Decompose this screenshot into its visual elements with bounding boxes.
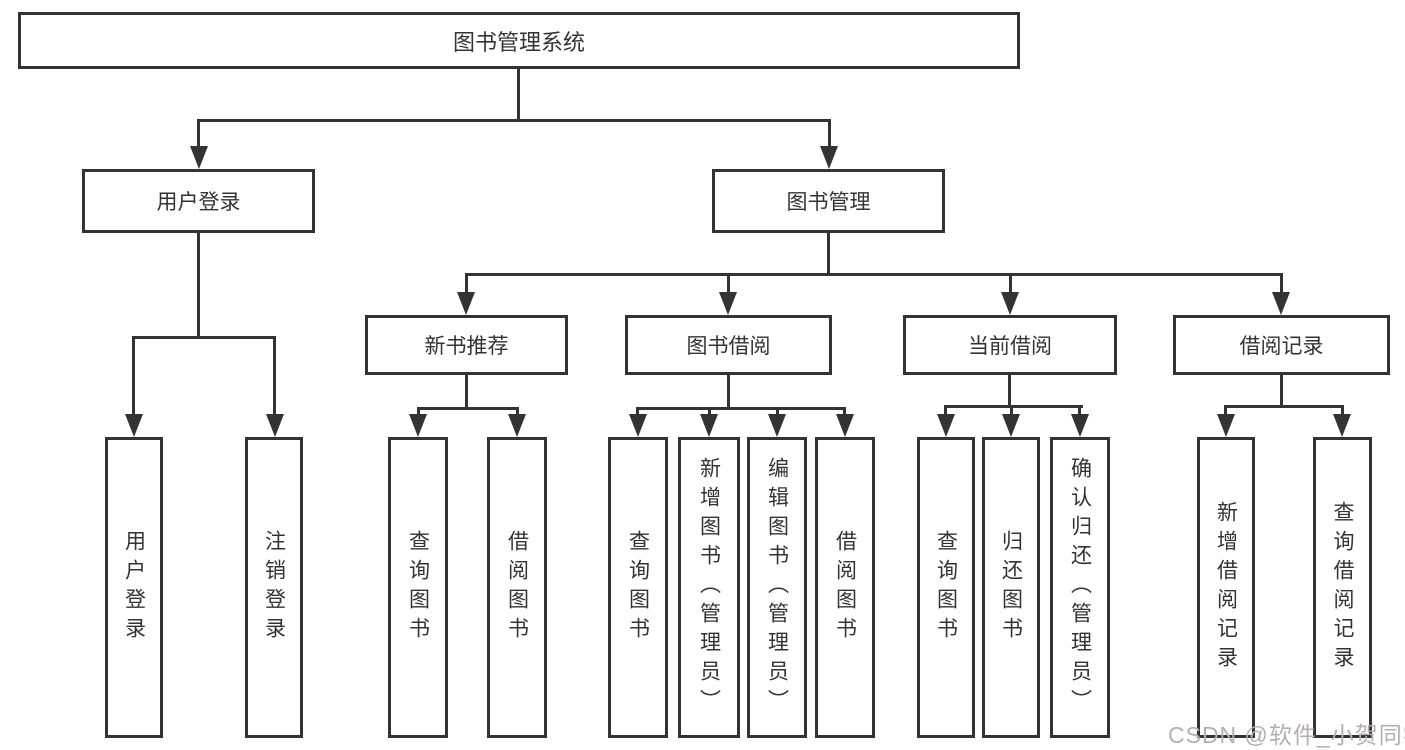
connector-line <box>197 119 831 122</box>
connector-line <box>1224 405 1227 417</box>
node-label: 图书管理 <box>786 191 871 214</box>
leaf-label: 查询图书 <box>626 529 650 646</box>
arrow-down-icon <box>190 146 208 169</box>
arrow-down-icon <box>719 292 737 315</box>
connector-line <box>417 407 519 410</box>
node-label: 图书管理系统 <box>452 29 585 55</box>
arrow-down-icon <box>1071 414 1089 437</box>
connector-line <box>843 407 846 417</box>
arrow-down-icon <box>508 414 526 437</box>
connector-line <box>273 336 276 415</box>
node-new-book-recommend: 新书推荐 <box>365 315 568 375</box>
leaf-confirm-return-admin: 确认归还（管理员） <box>1050 437 1110 738</box>
arrow-down-icon <box>1001 292 1019 315</box>
leaf-label: 查询图书 <box>406 529 430 646</box>
leaf-query-books-recommend: 查询图书 <box>388 437 448 738</box>
connector-line <box>636 407 639 417</box>
connector-line <box>417 407 420 417</box>
leaf-edit-book-admin: 编辑图书（管理员） <box>747 437 807 738</box>
node-user-login: 用户登录 <box>82 169 315 233</box>
leaf-user-login: 用户登录 <box>105 437 163 738</box>
connector-line <box>197 233 200 337</box>
node-book-borrowing: 图书借阅 <box>625 315 832 375</box>
connector-line <box>827 233 830 276</box>
connector-line <box>465 375 468 408</box>
node-current-borrowing: 当前借阅 <box>903 315 1117 375</box>
arrow-down-icon <box>700 414 718 437</box>
leaf-borrow-books: 借阅图书 <box>815 437 875 738</box>
arrow-down-icon <box>629 414 647 437</box>
leaf-borrow-books-recommend: 借阅图书 <box>487 437 547 738</box>
arrow-down-icon <box>768 414 786 437</box>
leaf-query-books-current: 查询图书 <box>917 437 975 738</box>
node-library-management-system: 图书管理系统 <box>18 12 1020 69</box>
connector-line <box>776 407 779 417</box>
leaf-label: 查询借阅记录 <box>1331 500 1354 675</box>
leaf-logout: 注销登录 <box>245 437 303 738</box>
connector-line <box>132 336 276 339</box>
arrow-down-icon <box>820 146 838 169</box>
leaf-label: 新增图书（管理员） <box>697 457 721 718</box>
connector-line <box>197 119 200 148</box>
node-book-management: 图书管理 <box>712 169 945 233</box>
leaf-label: 编辑图书（管理员） <box>765 457 789 718</box>
leaf-label: 借阅图书 <box>505 529 529 646</box>
leaf-label: 查询图书 <box>934 529 958 646</box>
connector-line <box>828 119 831 148</box>
connector-line <box>465 273 468 293</box>
node-label: 用户登录 <box>156 191 241 214</box>
connector-line <box>708 407 711 417</box>
arrow-down-icon <box>457 292 475 315</box>
csdn-watermark: CSDN @软件_小贺同学 <box>1168 722 1405 748</box>
leaf-label: 注销登录 <box>262 529 286 646</box>
connector-line <box>465 273 1283 276</box>
connector-line <box>944 405 1083 408</box>
connector-line <box>1224 405 1344 408</box>
connector-line <box>636 407 846 410</box>
connector-line <box>517 69 520 120</box>
node-borrowing-records: 借阅记录 <box>1173 315 1390 375</box>
arrow-down-icon <box>1002 414 1020 437</box>
leaf-label: 新增借阅记录 <box>1214 500 1238 675</box>
arrow-down-icon <box>937 414 955 437</box>
leaf-label: 归还图书 <box>999 529 1023 646</box>
connector-line <box>1341 405 1344 417</box>
leaf-query-borrow-record: 查询借阅记录 <box>1313 437 1372 738</box>
arrow-down-icon <box>409 414 427 437</box>
connector-line <box>132 336 135 415</box>
leaf-label: 用户登录 <box>122 529 146 646</box>
connector-line <box>727 273 730 293</box>
connector-line <box>1280 375 1283 406</box>
leaf-return-book: 归还图书 <box>982 437 1040 738</box>
leaf-label: 确认归还（管理员） <box>1068 457 1092 718</box>
connector-line <box>516 407 519 417</box>
arrow-down-icon <box>125 414 143 437</box>
connector-line <box>1008 375 1011 406</box>
arrow-down-icon <box>1217 414 1235 437</box>
arrow-down-icon <box>1333 414 1351 437</box>
connector-line <box>727 375 730 408</box>
node-label: 当前借阅 <box>968 335 1052 358</box>
connector-line <box>1280 273 1283 293</box>
connector-line <box>1009 273 1012 293</box>
leaf-label: 借阅图书 <box>833 529 857 646</box>
connector-line <box>1078 405 1081 417</box>
connector-line <box>1010 405 1013 417</box>
leaf-add-book-admin: 新增图书（管理员） <box>678 437 740 738</box>
leaf-add-borrow-record: 新增借阅记录 <box>1197 437 1255 738</box>
node-label: 借阅记录 <box>1239 335 1324 358</box>
arrow-down-icon <box>266 414 284 437</box>
arrow-down-icon <box>836 414 854 437</box>
node-label: 新书推荐 <box>424 335 509 358</box>
arrow-down-icon <box>1272 292 1290 315</box>
leaf-query-books-borrow: 查询图书 <box>608 437 668 738</box>
connector-line <box>944 405 947 417</box>
node-label: 图书借阅 <box>686 335 771 358</box>
